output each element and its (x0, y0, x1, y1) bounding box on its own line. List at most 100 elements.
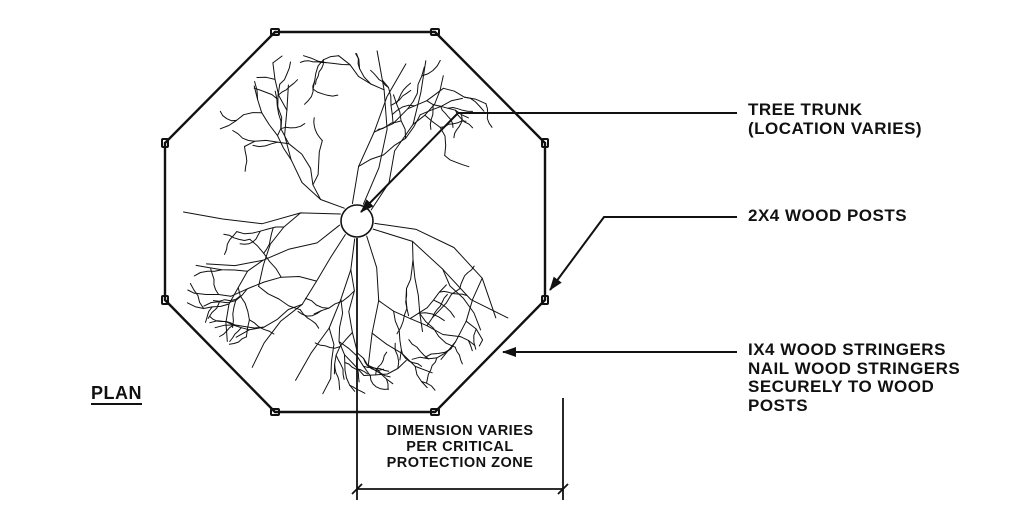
branch-line (344, 354, 356, 392)
branch-line (370, 60, 427, 211)
branch-line (274, 90, 282, 137)
branch-line (258, 212, 302, 287)
branch-line (460, 336, 476, 347)
label-stringers-line-2: NAIL WOOD STRINGERS (748, 358, 961, 378)
branch-line (374, 222, 497, 319)
wood-post (270, 28, 280, 36)
branch-line (412, 75, 444, 125)
branch-line (230, 276, 318, 297)
branch-line (400, 349, 423, 367)
branch-line (279, 61, 291, 85)
branch-line (272, 62, 288, 111)
branch-line (207, 301, 220, 319)
branch-line (378, 300, 462, 338)
branch-line (412, 240, 423, 332)
branch-line (251, 234, 346, 368)
branch-line (375, 351, 388, 376)
branch-line (394, 342, 400, 369)
branch-line (244, 146, 248, 172)
branch-line (303, 55, 351, 66)
branch-line (424, 114, 447, 156)
branch-line (232, 300, 237, 328)
plan-title: PLAN (91, 383, 142, 403)
branch-line (232, 130, 256, 142)
label-stringers-line-1: IX4 WOOD STRINGERS (748, 340, 946, 359)
branch-line (229, 327, 242, 342)
branch-line (372, 228, 509, 319)
branch-line (252, 141, 278, 148)
branch-line (228, 336, 247, 345)
branch-line (205, 306, 213, 323)
branch-line (395, 82, 412, 104)
branch-line (193, 269, 223, 277)
branch-line (414, 365, 428, 389)
branch-line (253, 87, 278, 100)
leader-tree-trunk (360, 112, 737, 213)
branch-line (357, 352, 394, 385)
branch-line (348, 269, 359, 354)
branch-line (363, 357, 385, 371)
branch-line (426, 100, 469, 119)
branch-line (312, 88, 339, 97)
branch-line (418, 312, 445, 322)
label-dimension-line-3: PROTECTION ZONE (386, 454, 534, 471)
dimension-tick-left (351, 483, 363, 495)
branch-line (473, 328, 477, 350)
branch-line (363, 365, 390, 372)
branch-line (432, 294, 448, 318)
branch-line (299, 309, 320, 329)
branch-line (312, 140, 323, 186)
label-tree-trunk: TREE TRUNK (LOCATION VARIES) (748, 100, 922, 138)
label-stringers-line-3: SECURELY TO WOOD (748, 377, 935, 397)
branch-line (236, 226, 285, 235)
branch-line (358, 58, 372, 85)
wood-post (430, 408, 440, 416)
branch-line (224, 231, 238, 255)
branch-line (235, 303, 303, 338)
branch-line (362, 50, 388, 205)
branch-line (467, 339, 473, 352)
branch-line (344, 362, 368, 375)
branch-line (256, 76, 276, 80)
branch-line (219, 110, 237, 122)
branch-line (405, 259, 414, 309)
label-wood-posts-line-1: 2X4 WOOD POSTS (748, 206, 908, 225)
branch-line (408, 339, 429, 360)
branch-line (411, 341, 457, 360)
branch-line (335, 354, 345, 380)
wood-post (541, 138, 549, 148)
label-dimension-line-1: DIMENSION VARIES (386, 423, 534, 439)
label-wood-posts: 2X4 WOOD POSTS (748, 206, 908, 226)
branch-line (280, 123, 306, 130)
branch-line (426, 288, 461, 327)
wood-post (430, 28, 440, 36)
branch-line (212, 295, 241, 302)
branch-line (442, 87, 487, 105)
branch-line (459, 265, 475, 290)
branch-line (396, 307, 408, 335)
branch-line (334, 364, 341, 391)
branch-line (248, 319, 275, 335)
branch-line (295, 238, 356, 381)
branch-line (433, 299, 455, 318)
dimension-tick-right (557, 483, 569, 495)
branch-line (312, 55, 340, 90)
fence-stringers-octagon (163, 30, 547, 414)
branch-line (363, 359, 407, 376)
branch-line (193, 292, 232, 297)
branch-line (249, 238, 282, 278)
branch-line (454, 346, 463, 365)
branch-line (409, 284, 447, 320)
branch-line (299, 60, 327, 64)
branch-line (253, 85, 292, 161)
label-dimension: DIMENSION VARIES PER CRITICAL PROTECTION… (364, 423, 556, 472)
branch-line (225, 259, 264, 342)
branch-line (263, 227, 274, 254)
branch-line (280, 128, 322, 200)
wood-posts (161, 28, 549, 416)
branch-line (313, 290, 355, 315)
branch-line (313, 117, 323, 142)
branch-line (358, 114, 421, 167)
branch-line (444, 155, 470, 168)
